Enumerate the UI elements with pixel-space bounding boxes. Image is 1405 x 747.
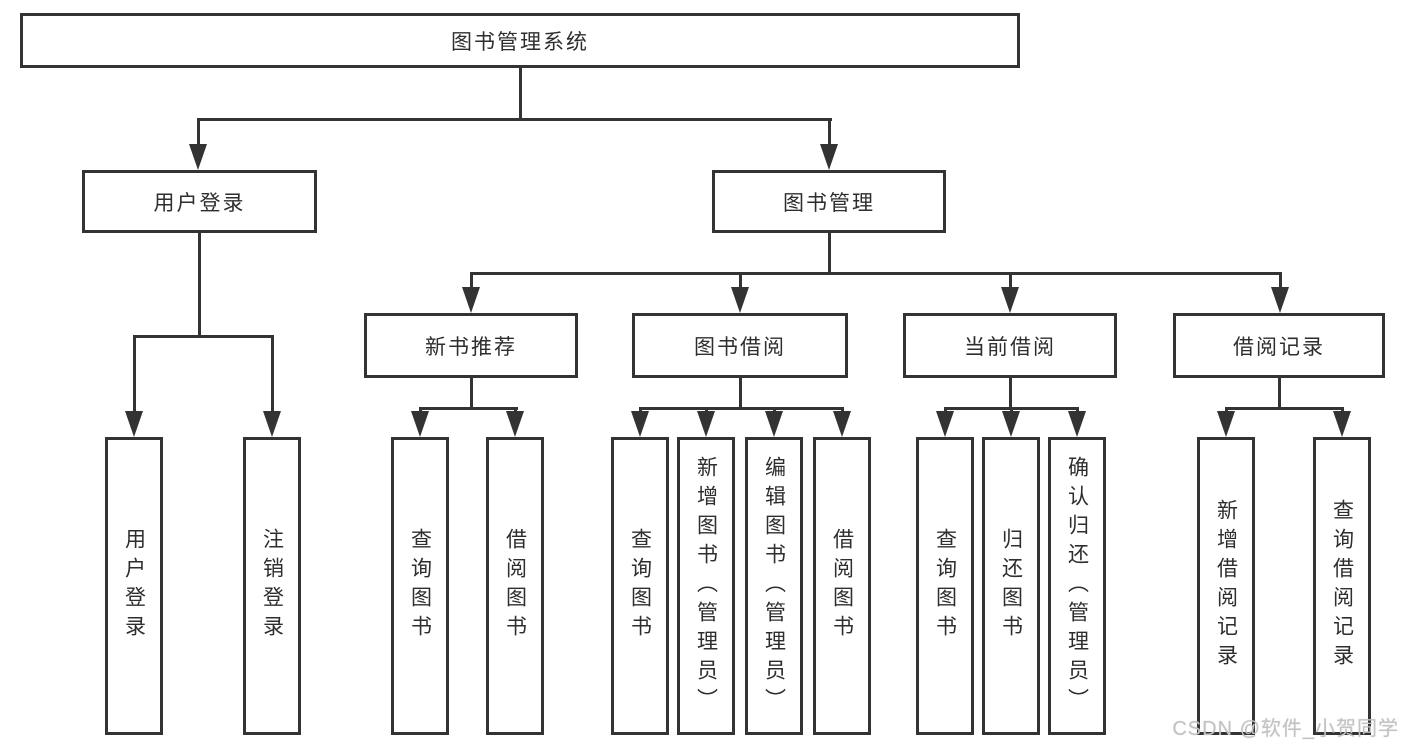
connector-drop-leaf — [944, 407, 947, 413]
connector-drop-leaf — [419, 407, 422, 413]
arrow-down-icon — [125, 411, 143, 437]
leaf-borrow-books-2: 借阅图书 — [813, 437, 871, 735]
connector-drop-leaf — [1010, 407, 1013, 413]
connector-user-login-bar — [133, 335, 274, 338]
leaf-query-books-3: 查询图书 — [916, 437, 974, 735]
arrow-down-icon — [697, 411, 715, 437]
node-label: 图书管理 — [783, 191, 875, 215]
connector-root-bar — [197, 118, 832, 121]
node-label: 当前借阅 — [964, 335, 1056, 359]
node-new-book-recommendation: 新书推荐 — [364, 313, 578, 378]
arrow-down-icon — [1271, 287, 1289, 313]
leaf-query-books-2: 查询图书 — [611, 437, 669, 735]
node-label: 编辑图书（管理员） — [762, 455, 786, 717]
connector-drop-leaf — [1225, 407, 1228, 413]
leaf-edit-books-admin: 编辑图书（管理员） — [745, 437, 803, 735]
arrow-down-icon — [631, 411, 649, 437]
connector-drop-leaf — [639, 407, 642, 413]
leaf-query-books-1: 查询图书 — [391, 437, 449, 735]
connector-drop-leaf — [514, 407, 517, 413]
arrow-down-icon — [506, 411, 524, 437]
connector-book-mgmt-stem — [828, 233, 831, 274]
node-user-login: 用户登录 — [82, 170, 317, 233]
arrow-down-icon — [1068, 411, 1086, 437]
leaf-return-books: 归还图书 — [982, 437, 1040, 735]
node-label: 查询图书 — [628, 528, 652, 644]
node-label: 新增借阅记录 — [1214, 499, 1238, 673]
connector-current-borrow-stem — [1009, 378, 1012, 410]
connector-book-borrow-stem — [739, 378, 742, 410]
node-label: 新增图书（管理员） — [694, 455, 718, 717]
connector-drop-new-book-rec — [470, 272, 473, 289]
connector-drop-book-borrow — [739, 272, 742, 289]
connector-drop-leaf — [841, 407, 844, 413]
arrow-down-icon — [1217, 411, 1235, 437]
connector-drop-book-mgmt — [828, 118, 831, 146]
leaf-borrow-books-1: 借阅图书 — [486, 437, 544, 735]
connector-drop-leaf-user-login — [133, 335, 136, 411]
arrow-down-icon — [936, 411, 954, 437]
connector-drop-leaf — [705, 407, 708, 413]
node-book-borrowing: 图书借阅 — [632, 313, 848, 378]
arrow-down-icon — [411, 411, 429, 437]
node-label: 注销登录 — [260, 528, 284, 644]
connector-root-stem — [519, 68, 522, 120]
arrow-down-icon — [1002, 411, 1020, 437]
arrow-down-icon — [1333, 411, 1351, 437]
leaf-logout: 注销登录 — [243, 437, 301, 735]
arrow-down-icon — [833, 411, 851, 437]
connector-drop-borrow-records — [1279, 272, 1282, 289]
node-book-management: 图书管理 — [712, 170, 946, 233]
connector-borrow-records-stem — [1278, 378, 1281, 410]
arrow-down-icon — [462, 287, 480, 313]
connector-new-book-rec-stem — [470, 378, 473, 410]
node-current-borrowing: 当前借阅 — [903, 313, 1117, 378]
node-label: 查询图书 — [933, 528, 957, 644]
node-label: 图书借阅 — [694, 335, 786, 359]
arrow-down-icon — [263, 411, 281, 437]
node-label: 新书推荐 — [425, 335, 517, 359]
connector-drop-leaf-logout — [271, 335, 274, 411]
leaf-user-login: 用户登录 — [105, 437, 163, 735]
arrow-down-icon — [1001, 287, 1019, 313]
arrow-down-icon — [731, 287, 749, 313]
connector-book-mgmt-bar — [470, 272, 1282, 275]
connector-drop-leaf — [1341, 407, 1344, 413]
arrow-down-icon — [820, 144, 838, 170]
connector-user-login-stem — [198, 233, 201, 337]
node-label: 查询借阅记录 — [1330, 499, 1354, 673]
node-borrowing-records: 借阅记录 — [1173, 313, 1385, 378]
node-label: 用户登录 — [122, 528, 146, 644]
node-label: 确认归还（管理员） — [1065, 455, 1089, 717]
connector-drop-user-login — [197, 118, 200, 146]
watermark: CSDN @软件_小贺同学 — [1172, 718, 1399, 740]
node-label: 借阅图书 — [830, 528, 854, 644]
node-label: 归还图书 — [999, 528, 1023, 644]
node-label: 借阅图书 — [503, 528, 527, 644]
connector-new-book-rec-bar — [419, 407, 518, 410]
connector-drop-leaf — [1076, 407, 1079, 413]
arrow-down-icon — [765, 411, 783, 437]
leaf-query-borrow-record: 查询借阅记录 — [1313, 437, 1371, 735]
arrow-down-icon — [189, 144, 207, 170]
node-label: 用户登录 — [153, 191, 246, 215]
node-label: 图书管理系统 — [451, 30, 589, 54]
connector-borrow-records-bar — [1225, 407, 1344, 410]
node-label: 查询图书 — [408, 528, 432, 644]
node-label: 借阅记录 — [1233, 335, 1325, 359]
connector-book-borrow-bar — [639, 407, 844, 410]
node-library-management-system: 图书管理系统 — [20, 13, 1020, 68]
leaf-confirm-return-admin: 确认归还（管理员） — [1048, 437, 1106, 735]
connector-drop-current-borrow — [1009, 272, 1012, 289]
leaf-add-books-admin: 新增图书（管理员） — [677, 437, 735, 735]
leaf-add-borrow-record: 新增借阅记录 — [1197, 437, 1255, 735]
connector-drop-leaf — [773, 407, 776, 413]
